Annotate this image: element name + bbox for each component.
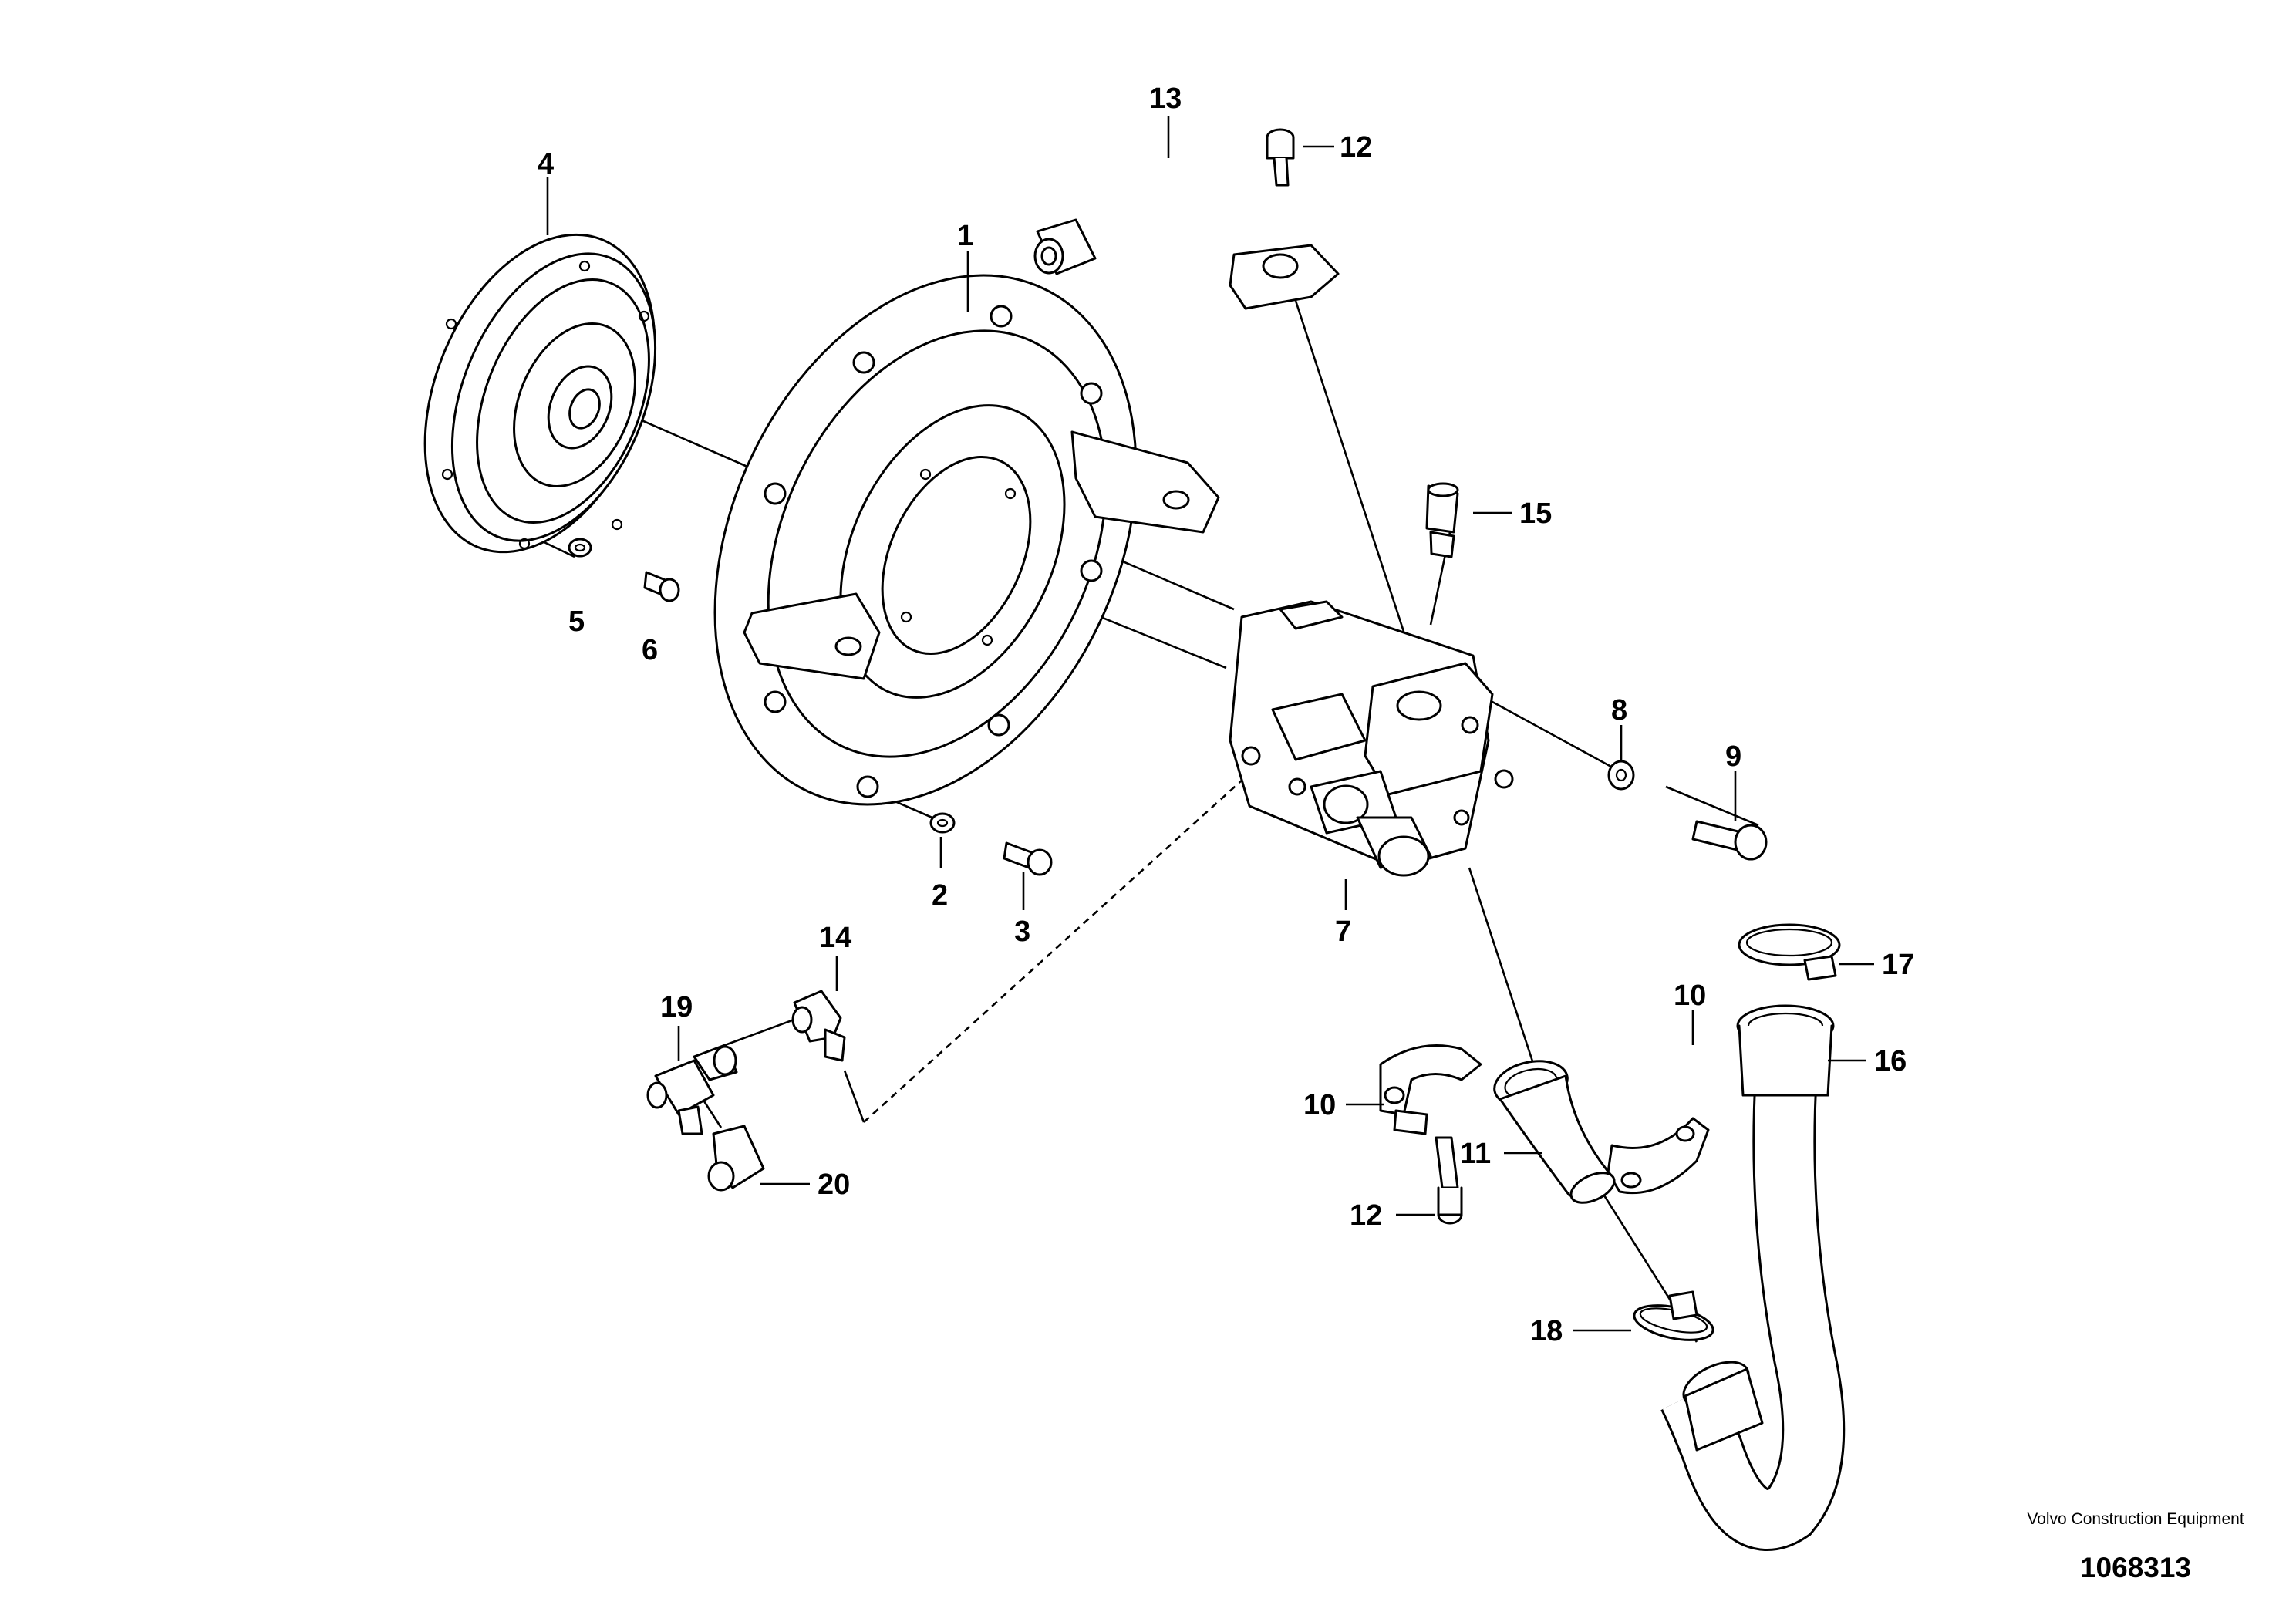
callout-leaders	[546, 116, 1874, 1332]
publisher-credit: Volvo Construction Equipment	[2027, 1510, 2244, 1528]
housing-plate	[713, 274, 1220, 806]
callout-1: 1	[957, 220, 973, 252]
suction-elbow	[1493, 1060, 1616, 1204]
washer-8	[1607, 760, 1635, 791]
bolt-12-lower	[1435, 1136, 1463, 1225]
callout-18: 18	[1530, 1315, 1563, 1347]
callout-11: 11	[1460, 1138, 1491, 1170]
callout-12-top: 12	[1340, 131, 1372, 164]
callout-14: 14	[819, 922, 851, 954]
callout-16: 16	[1874, 1045, 1907, 1077]
callout-3: 3	[1014, 916, 1030, 948]
elbow-fitting-20	[707, 1125, 765, 1192]
callout-8: 8	[1611, 694, 1627, 727]
hydraulic-pump	[1229, 600, 1514, 877]
callout-10-left: 10	[1303, 1089, 1336, 1121]
callout-6: 6	[642, 634, 658, 666]
suction-hose	[1660, 1004, 1846, 1551]
hose-clamp-17	[1738, 923, 1841, 981]
drawing-number: 1068313	[2079, 1552, 2192, 1583]
clamp-half-10-left	[1379, 1044, 1482, 1135]
washer-2	[929, 812, 956, 834]
coupling-disc	[423, 233, 657, 554]
callout-20: 20	[818, 1168, 850, 1201]
callout-labels: 1 2 3 4 5 6 7 8 9 10 10 11 12 12 13 14 1…	[538, 83, 1914, 1347]
pipe	[1033, 159, 1340, 310]
callout-10-right: 10	[1674, 980, 1706, 1012]
clamp-half-10-right	[1607, 1117, 1710, 1195]
bolt-6	[643, 571, 680, 602]
callout-19: 19	[660, 991, 693, 1023]
fitting-15	[1425, 482, 1459, 558]
washer-5	[568, 538, 592, 558]
callout-5: 5	[568, 605, 585, 638]
bolt-3	[1003, 841, 1053, 876]
callout-15: 15	[1519, 497, 1552, 530]
tee-fitting-19	[646, 1044, 738, 1135]
callout-12-lower: 12	[1350, 1199, 1382, 1232]
callout-9: 9	[1725, 740, 1741, 773]
elbow-fitting-14	[791, 990, 846, 1062]
callout-4: 4	[538, 148, 554, 180]
bolt-9	[1691, 820, 1768, 861]
callout-2: 2	[932, 879, 948, 912]
callout-7: 7	[1335, 916, 1351, 948]
callout-13: 13	[1149, 83, 1182, 115]
callout-17: 17	[1882, 949, 1914, 981]
bolt-12-top	[1266, 128, 1295, 187]
hose-clamp-18	[1633, 1290, 1714, 1341]
